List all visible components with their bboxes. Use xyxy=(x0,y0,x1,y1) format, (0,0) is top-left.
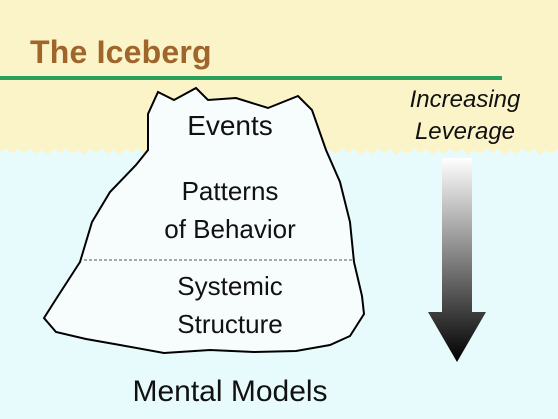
leverage-arrow-icon xyxy=(428,158,486,362)
level-patterns-line1: Patterns xyxy=(181,176,279,206)
level-systemic-line1: Systemic xyxy=(177,271,283,301)
leverage-label: Increasing Leverage xyxy=(370,84,558,148)
title-underline xyxy=(0,76,502,80)
leverage-label-line2: Leverage xyxy=(414,118,516,145)
level-patterns-line2: of Behavior xyxy=(164,214,296,244)
level-mental-models: Mental Models xyxy=(132,375,328,408)
slide-title: The Iceberg xyxy=(30,34,212,70)
level-patterns: Patterns of Behavior xyxy=(120,172,340,248)
leverage-label-line1: Increasing xyxy=(409,86,521,113)
iceberg-shape xyxy=(42,86,366,355)
level-events: Events xyxy=(187,110,273,141)
level-systemic-line2: Structure xyxy=(177,309,283,339)
level-systemic-structure: Systemic Structure xyxy=(120,267,340,343)
